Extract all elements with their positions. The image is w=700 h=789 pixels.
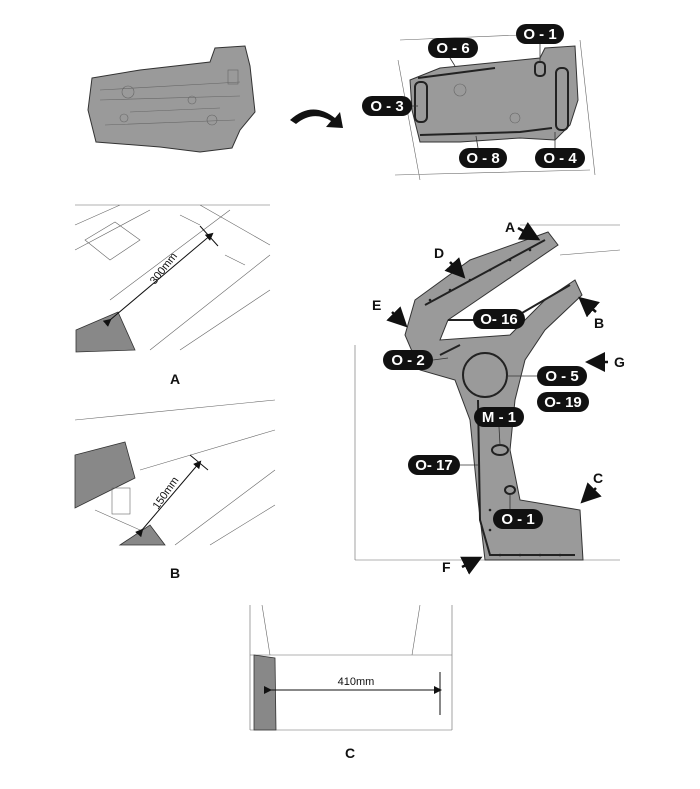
arrow-d: D	[434, 245, 466, 279]
label-pill-o5: O - 5	[507, 366, 587, 386]
arrow-letter: C	[593, 470, 603, 486]
arrow-letter: F	[442, 559, 451, 575]
label-text: O - 3	[370, 98, 403, 115]
arrow-letter: A	[505, 219, 515, 235]
dimension-label: 150mm	[151, 475, 182, 512]
detail-caption: B	[170, 565, 180, 581]
dimension-label: 300mm	[148, 251, 180, 287]
label-pill-o8: O - 8	[459, 135, 507, 168]
label-text: O - 6	[436, 40, 469, 57]
label-text: O - 1	[523, 26, 556, 43]
label-pill-m1: M - 1	[474, 407, 524, 446]
detail-caption: A	[170, 371, 180, 387]
arrow-e: E	[372, 297, 408, 328]
pillar-panel	[354, 224, 621, 561]
arrow-letter: D	[434, 245, 444, 261]
label-pill-o19: O- 19	[537, 392, 589, 412]
label-text: O - 8	[466, 150, 499, 167]
arrow-letter: B	[594, 315, 604, 331]
label-text: O - 4	[543, 150, 577, 167]
label-text: M - 1	[482, 409, 516, 426]
label-pill-o6: O - 6	[428, 38, 478, 67]
label-pill-o1-top: O - 1	[516, 24, 564, 62]
label-text: O- 16	[480, 311, 518, 328]
rivet-dots	[428, 248, 562, 557]
label-text: O- 17	[415, 457, 453, 474]
detail-a-view: 300mm	[74, 204, 271, 353]
arrow-a: A	[505, 219, 541, 241]
label-text: O - 2	[391, 352, 424, 369]
label-pill-o4: O - 4	[535, 132, 585, 168]
label-text: O - 1	[501, 511, 534, 528]
floor-panel-part	[87, 45, 256, 153]
label-text: O- 19	[544, 394, 582, 411]
label-pill-o1-pillar: O - 1	[493, 494, 543, 529]
label-pill-o3: O - 3	[362, 96, 418, 116]
arrow-letter: E	[372, 297, 381, 313]
arrow-c: C	[580, 470, 603, 504]
arrow-b: B	[578, 296, 604, 331]
arrow-g: G	[585, 352, 625, 372]
arrow-letter: G	[614, 354, 625, 370]
dimension-label: 410mm	[338, 676, 375, 688]
curved-arrow-icon	[290, 109, 343, 128]
label-text: O - 5	[545, 368, 578, 385]
label-pill-o17: O- 17	[408, 455, 478, 475]
detail-c-view: 410mm	[249, 604, 453, 731]
arrow-f: F	[442, 556, 483, 575]
detail-caption: C	[345, 745, 355, 761]
floor-panel-installed	[394, 34, 596, 181]
label-pill-o16: O- 16	[473, 309, 525, 329]
label-pill-o2: O - 2	[383, 350, 449, 370]
detail-b-view: 150mm	[74, 399, 276, 546]
